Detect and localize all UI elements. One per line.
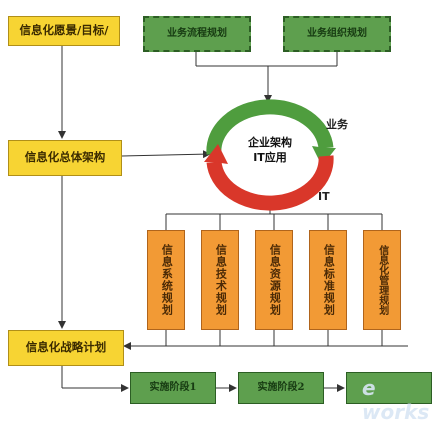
phase-label-2: 实施阶段2 bbox=[257, 382, 305, 394]
connector-lines bbox=[58, 46, 408, 392]
business-arc-head bbox=[312, 146, 336, 166]
planning-label-system: 信息系统规划 bbox=[160, 244, 174, 316]
phase-box-2: 实施阶段2 bbox=[238, 372, 324, 404]
planning-box-technology: 信息技术规划 bbox=[201, 230, 239, 330]
business-label: 业务 bbox=[326, 118, 348, 131]
architecture-to-cycle-arrow bbox=[121, 150, 211, 159]
watermark-text: e works bbox=[362, 376, 430, 424]
phase-box-1: 实施阶段1 bbox=[130, 372, 216, 404]
phase-box-3 bbox=[346, 372, 432, 404]
eworks-watermark: e works bbox=[362, 376, 445, 424]
business-process-label: 业务流程规划 bbox=[167, 28, 227, 40]
planning-label-standard: 信息标准规划 bbox=[322, 244, 336, 316]
planning-label-technology: 信息技术规划 bbox=[214, 244, 228, 316]
cycle-line-2: IT应用 bbox=[253, 150, 287, 164]
planning-box-management: 信息化管理规划 bbox=[363, 230, 401, 330]
planning-box-system: 信息系统规划 bbox=[147, 230, 185, 330]
business-org-box: 业务组织规划 bbox=[283, 16, 391, 52]
vision-box: 信息化愿景/目标/ bbox=[8, 16, 120, 46]
business-org-label: 业务组织规划 bbox=[307, 28, 367, 40]
diagram-canvas: 信息化愿景/目标/ 信息化总体架构 信息化战略计划 业务流程规划 业务组织规划 … bbox=[8, 16, 432, 424]
planning-label-resource: 信息资源规划 bbox=[268, 244, 282, 316]
phase-label-1: 实施阶段1 bbox=[149, 382, 197, 394]
architecture-box-label: 信息化总体架构 bbox=[24, 150, 106, 165]
cycle-center-text: 企业架构 IT应用 bbox=[225, 136, 315, 166]
business-arc bbox=[206, 99, 334, 155]
enterprise-cycle-ring bbox=[204, 99, 336, 211]
business-process-box: 业务流程规划 bbox=[143, 16, 251, 52]
it-label: IT bbox=[318, 190, 330, 203]
architecture-box: 信息化总体架构 bbox=[8, 140, 122, 176]
planning-box-resource: 信息资源规划 bbox=[255, 230, 293, 330]
strategy-box-label: 信息化战略计划 bbox=[25, 340, 107, 355]
strategy-box: 信息化战略计划 bbox=[8, 330, 124, 366]
it-arc bbox=[206, 155, 334, 211]
vision-box-label: 信息化愿景/目标/ bbox=[19, 23, 109, 38]
it-arc-head bbox=[204, 144, 228, 164]
planning-box-standard: 信息标准规划 bbox=[309, 230, 347, 330]
planning-label-management: 信息化管理规划 bbox=[376, 245, 388, 315]
cycle-line-1: 企业架构 bbox=[248, 136, 292, 149]
